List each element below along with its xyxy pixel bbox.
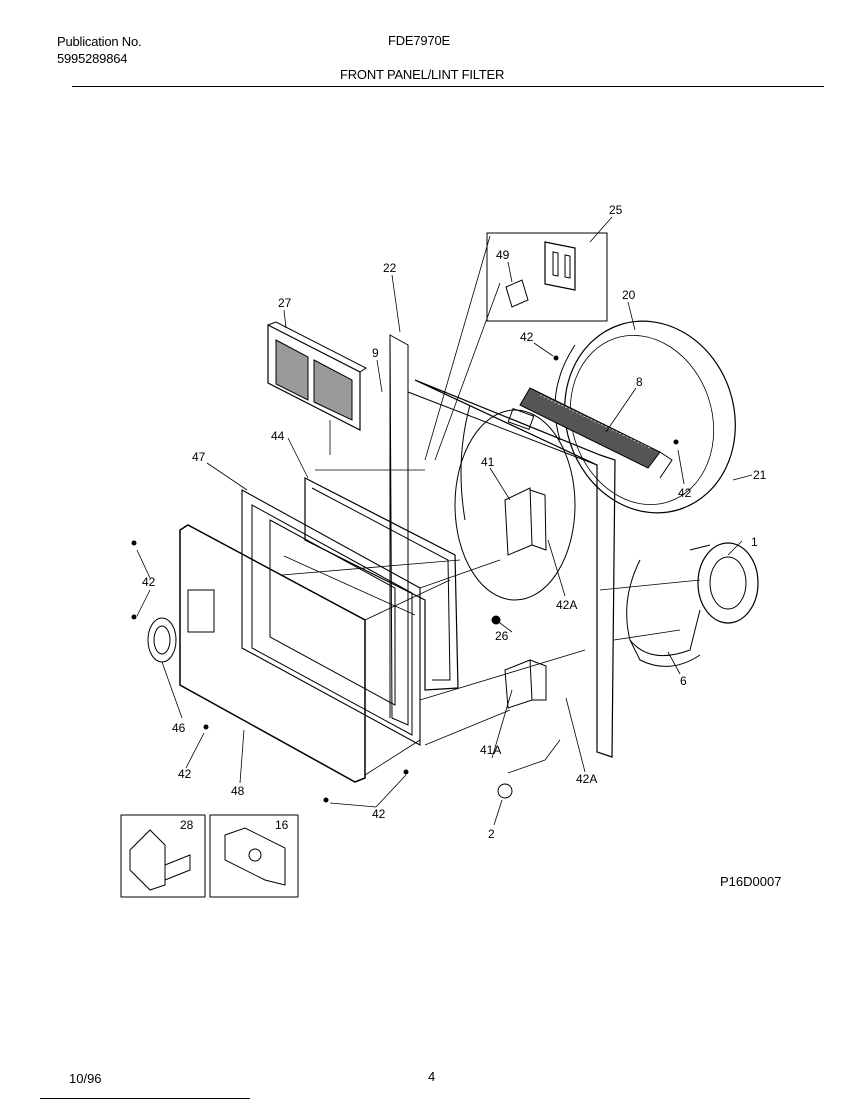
publication-date: 10/96 <box>69 1071 102 1086</box>
page-number: 4 <box>428 1069 436 1084</box>
section-title: FRONT PANEL/LINT FILTER <box>340 67 505 82</box>
callout-42A-low: 42A <box>576 772 597 786</box>
callout-49: 49 <box>496 248 510 262</box>
callout-27: 27 <box>278 296 292 310</box>
callout-44: 44 <box>271 429 285 443</box>
front-bulkhead <box>389 334 616 758</box>
callout-41: 41 <box>481 455 495 469</box>
callout-47: 47 <box>192 450 206 464</box>
callout-22: 22 <box>383 261 397 275</box>
callout-42A-mid: 42A <box>556 598 577 612</box>
lint-strip-part <box>519 387 673 479</box>
callout-26: 26 <box>495 629 509 643</box>
front-door-panel <box>179 524 366 783</box>
inset-box-16 <box>209 814 299 898</box>
callout-42-top: 42 <box>520 330 534 344</box>
callout-2: 2 <box>488 827 495 841</box>
callout-42-right: 42 <box>678 486 692 500</box>
callout-25: 25 <box>609 203 623 217</box>
publication-number: 5995289864 <box>57 51 128 66</box>
callout-41A: 41A <box>480 743 501 757</box>
callout-21: 21 <box>753 468 767 482</box>
inset-box-28 <box>120 814 206 898</box>
bracket-41A <box>504 659 547 709</box>
door-catch-part <box>147 617 177 663</box>
callout-42-bottom: 42 <box>372 807 386 821</box>
leader-lines <box>136 216 753 826</box>
diagram-reference-code: P16D0007 <box>720 874 782 889</box>
callout-42-left: 42 <box>142 575 156 589</box>
callout-labels: 25 49 22 20 27 9 42 8 44 47 41 42 21 1 4… <box>142 203 767 841</box>
callout-28: 28 <box>180 818 194 832</box>
callout-48: 48 <box>231 784 245 798</box>
blower-duct-part <box>626 542 759 667</box>
lint-filter-part <box>267 321 367 431</box>
inner-panel-part <box>241 489 421 746</box>
gasket-frame-part <box>304 477 459 691</box>
callout-6: 6 <box>680 674 687 688</box>
bracket-41 <box>504 487 547 556</box>
inset-box-25-49 <box>486 232 608 322</box>
model-number: FDE7970E <box>388 33 450 48</box>
callout-8: 8 <box>636 375 643 389</box>
callout-42-bottom-left: 42 <box>178 767 192 781</box>
callout-1: 1 <box>751 535 758 549</box>
footer-rule <box>40 1098 250 1099</box>
callout-20: 20 <box>622 288 636 302</box>
callout-16: 16 <box>275 818 289 832</box>
callout-9: 9 <box>372 346 379 360</box>
callout-46: 46 <box>172 721 186 735</box>
publication-label: Publication No. <box>57 34 142 49</box>
header-rule <box>72 86 824 87</box>
assembly-lines <box>281 235 701 776</box>
